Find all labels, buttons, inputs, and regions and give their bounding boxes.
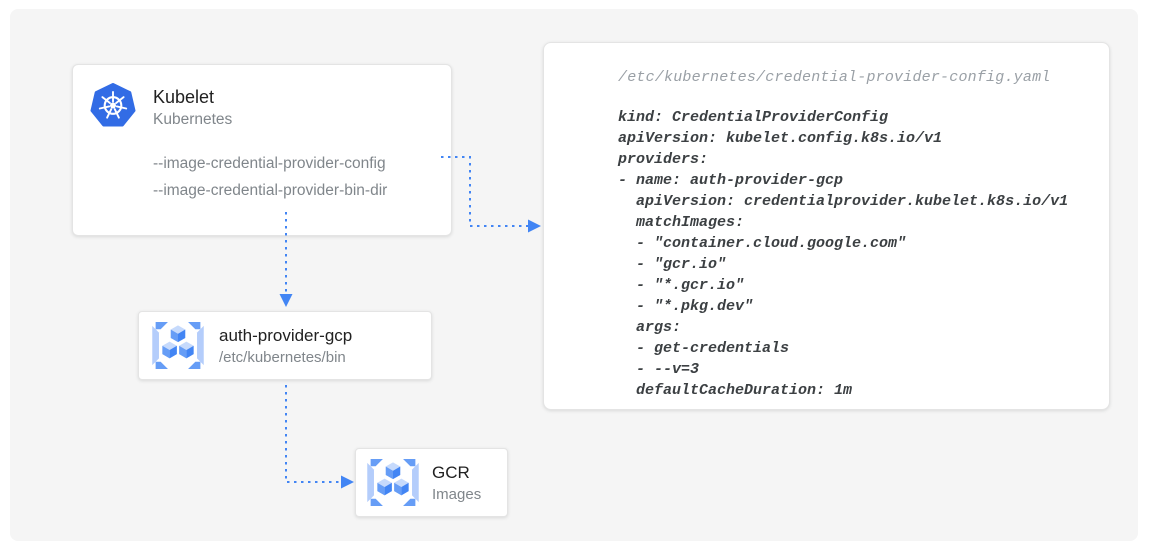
kubelet-flags-list: --image-credential-provider-config --imag… [153, 150, 435, 204]
config-yaml-line: - --v=3 [618, 361, 700, 378]
kubelet-title: Kubelet [153, 87, 215, 107]
config-yaml-line: - name: auth-provider-gcp [618, 172, 844, 189]
config-yaml-line: defaultCacheDuration: 1m [618, 382, 853, 399]
gcr-cubes-icon [366, 459, 420, 506]
config-yaml-line: - "*.pkg.dev" [618, 298, 754, 315]
kubelet-flag: --image-credential-provider-config [153, 155, 386, 172]
config-file-path: /etc/kubernetes/credential-provider-conf… [618, 69, 1051, 86]
config-yaml-line: - get-credentials [618, 340, 790, 357]
gcr-card: GCR Images [355, 448, 508, 517]
credential-provider-config-panel: /etc/kubernetes/credential-provider-conf… [543, 42, 1110, 410]
auth-provider-title: auth-provider-gcp [219, 325, 353, 345]
config-yaml-line: apiVersion: kubelet.config.k8s.io/v1 [618, 130, 943, 147]
kubelet-subtitle: Kubernetes [153, 111, 233, 128]
config-yaml-line: apiVersion: credentialprovider.kubelet.k… [618, 193, 1069, 210]
gcr-subtitle: Images [432, 485, 482, 503]
config-yaml-line: providers: [618, 151, 709, 168]
gcr-title: GCR [432, 462, 470, 482]
config-yaml-line: - "container.cloud.google.com" [618, 235, 907, 252]
gcr-cubes-icon [151, 322, 205, 369]
kubelet-flag: --image-credential-provider-bin-dir [153, 182, 388, 199]
config-yaml-line: args: [618, 319, 682, 336]
kubelet-card: Kubelet Kubernetes --image-credential-pr… [72, 64, 452, 236]
config-yaml-code: kind: CredentialProviderConfig apiVersion… [618, 107, 1089, 401]
config-yaml-line: - "gcr.io" [618, 256, 727, 273]
kubelet-card-header: Kubelet Kubernetes [89, 82, 435, 131]
auth-provider-subtitle: /etc/kubernetes/bin [219, 348, 346, 366]
config-yaml-line: - "*.gcr.io" [618, 277, 745, 294]
config-yaml-line: kind: CredentialProviderConfig [618, 109, 889, 126]
auth-provider-gcp-card: auth-provider-gcp /etc/kubernetes/bin [138, 311, 432, 380]
kubernetes-helm-icon [89, 82, 137, 130]
config-yaml-line: matchImages: [618, 214, 745, 231]
